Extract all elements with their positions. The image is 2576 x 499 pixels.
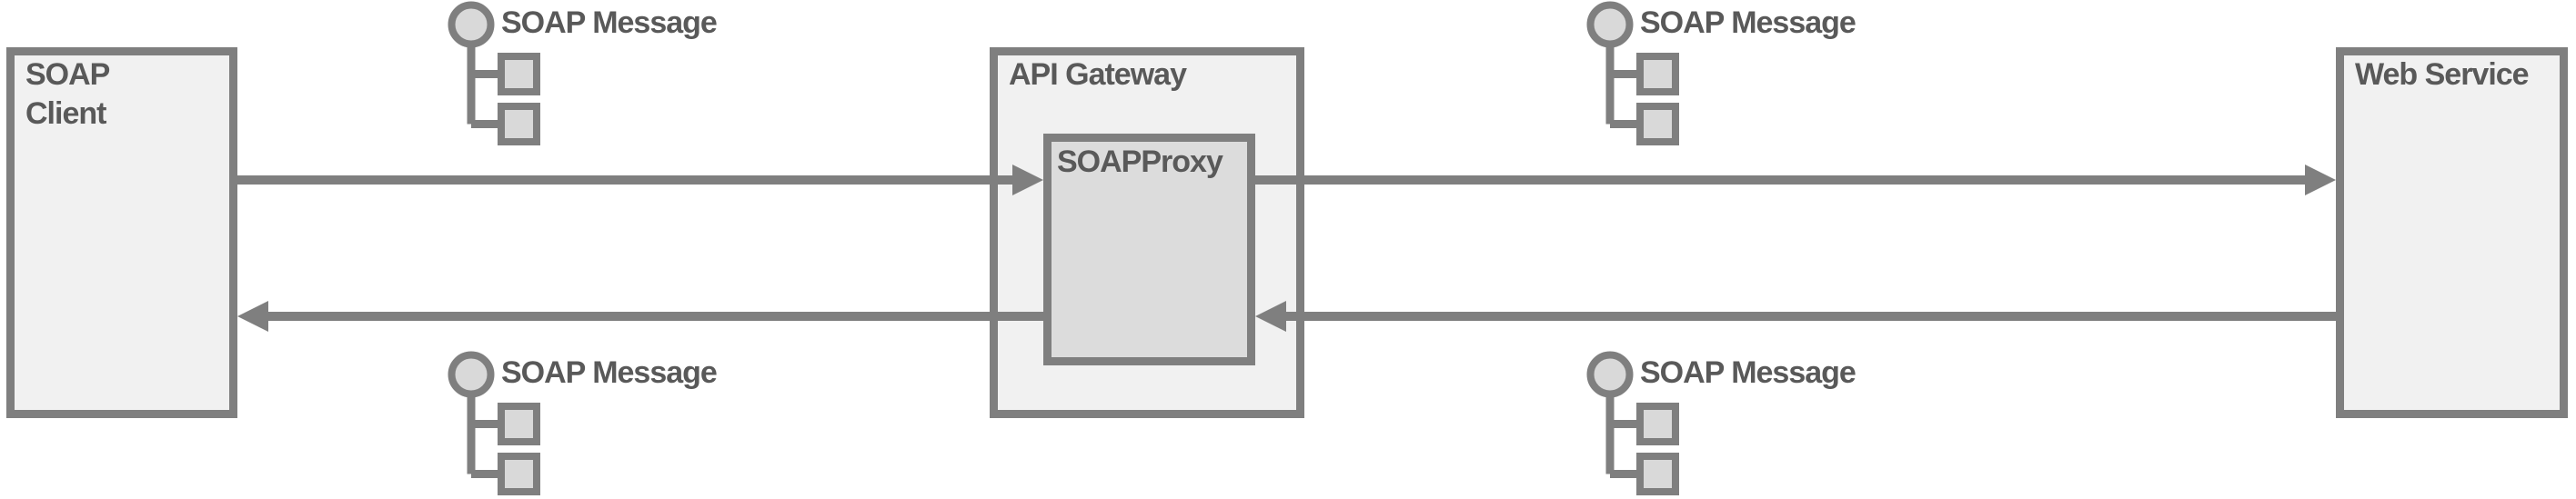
arrow-response-webservice-to-proxy — [1255, 301, 2336, 332]
web-service-label: Web Service — [2355, 57, 2530, 92]
soap-proxy-box: SOAPProxy — [1043, 134, 1255, 365]
soap-message-label: SOAP Message — [1640, 5, 1857, 40]
soap-message-label: SOAP Message — [501, 355, 718, 390]
soap-message-bottom-right: SOAP Message — [1585, 351, 1894, 499]
soap-message-icon — [1586, 1, 1679, 145]
soap-client-box: SOAP Client — [6, 47, 237, 418]
soap-client-label-line2: Client — [25, 96, 106, 131]
arrow-response-proxy-to-client — [237, 301, 1043, 332]
soap-message-label: SOAP Message — [1640, 355, 1857, 390]
soap-message-icon — [448, 1, 540, 145]
soap-message-label: SOAP Message — [501, 5, 718, 40]
soap-client-label-line1: SOAP — [25, 57, 110, 92]
soap-message-top-left: SOAP Message — [446, 1, 755, 149]
soap-message-icon — [448, 351, 540, 495]
soap-client-label: SOAP Client — [25, 55, 110, 134]
api-gateway-label: API Gateway — [1009, 57, 1187, 92]
api-gateway-box: API Gateway SOAPProxy — [990, 47, 1304, 418]
soap-message-top-right: SOAP Message — [1585, 1, 1894, 149]
soap-message-bottom-left: SOAP Message — [446, 351, 755, 499]
web-service-box: Web Service — [2336, 47, 2568, 418]
soap-message-icon — [1586, 351, 1679, 495]
soap-proxy-label: SOAPProxy — [1057, 145, 1223, 179]
arrow-request-proxy-to-webservice — [1255, 165, 2336, 195]
arrow-request-client-to-proxy — [237, 165, 1043, 195]
